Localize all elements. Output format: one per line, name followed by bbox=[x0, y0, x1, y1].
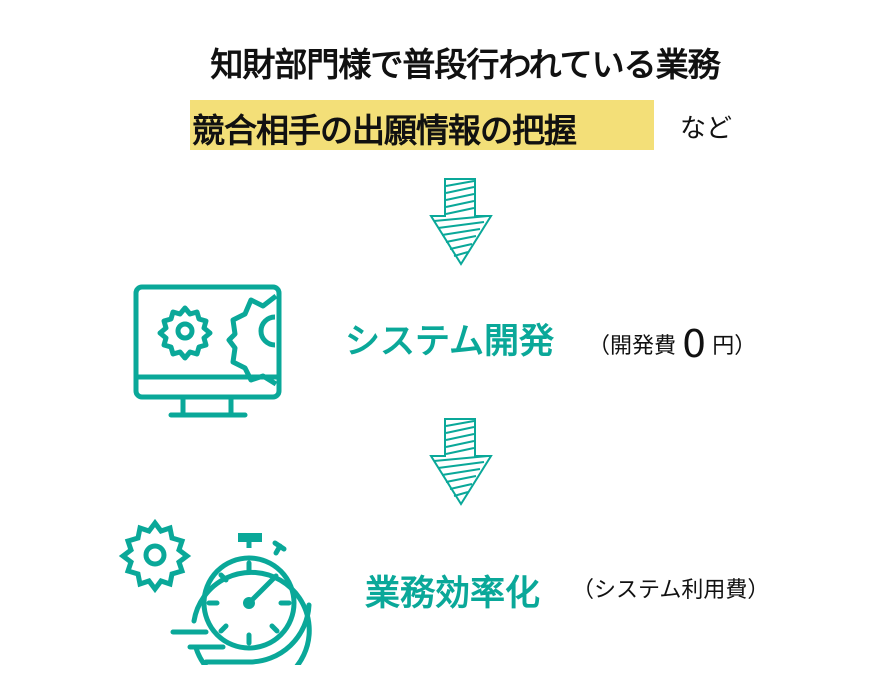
stopwatch-gear-icon bbox=[110, 515, 320, 665]
step-note-usage-fee: （システム利用費） bbox=[572, 572, 769, 604]
step-title-efficiency: 業務効率化 bbox=[365, 565, 540, 616]
cost-value: 0 bbox=[682, 322, 706, 366]
step-title-system-development: システム開発 bbox=[345, 313, 554, 364]
headline-suffix: など bbox=[680, 108, 732, 145]
note-open: （開発費 bbox=[588, 334, 676, 359]
monitor-gears-icon bbox=[133, 284, 283, 419]
down-arrow-icon bbox=[428, 176, 494, 268]
headline-highlight: 競合相手の出願情報の把握 bbox=[192, 104, 576, 152]
note-close: 円） bbox=[712, 334, 756, 359]
step-note-cost: （開発費0円） bbox=[588, 318, 756, 362]
down-arrow-icon bbox=[428, 416, 494, 508]
headline-line1: 知財部門様で普段行われている業務 bbox=[0, 38, 890, 86]
